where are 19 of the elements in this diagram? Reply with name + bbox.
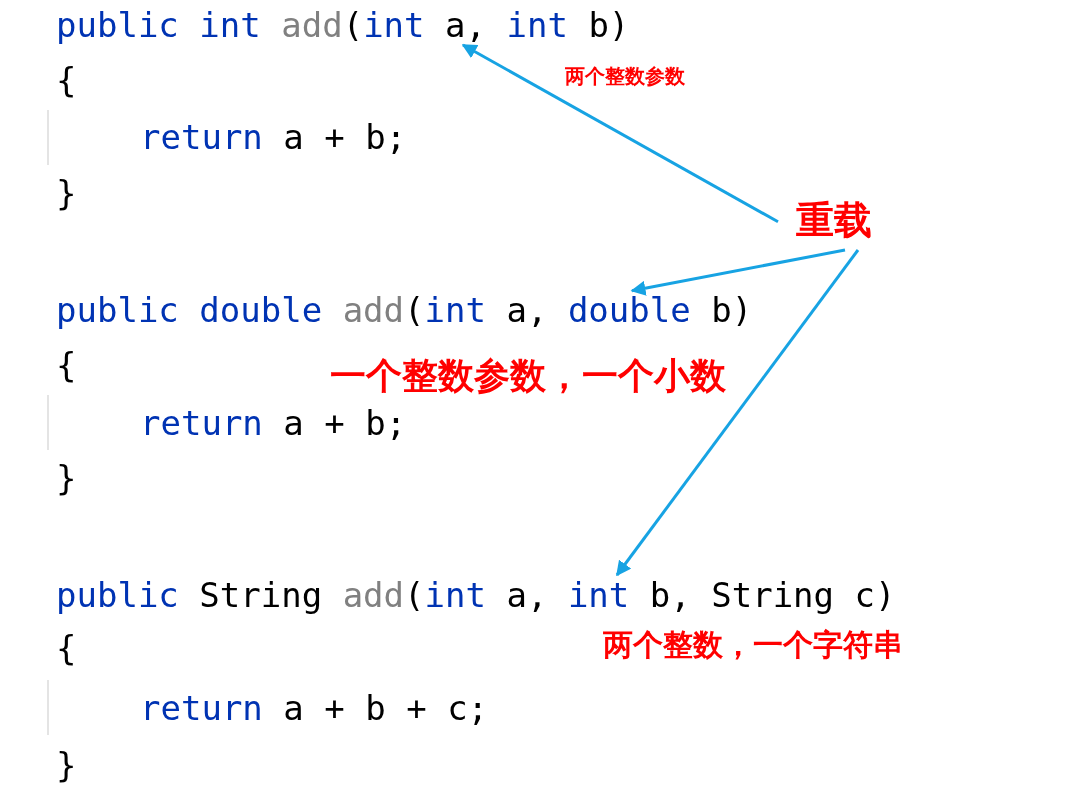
code-line: } (56, 745, 77, 785)
code-line: } (56, 173, 77, 213)
arrow (630, 248, 846, 296)
annotation-text: 两个整数参数 (565, 64, 685, 88)
code-line: } (56, 458, 77, 498)
code-line: public int add(int a, int b) (56, 5, 630, 45)
annotation-text: 两个整数，一个字符串 (603, 627, 903, 663)
arrow (461, 43, 779, 224)
code-line: return a + b + c; (140, 688, 489, 728)
annotation-text: 重载 (778, 190, 890, 250)
code-line: return a + b; (140, 403, 407, 443)
code-line: { (56, 345, 77, 385)
code-line: { (56, 628, 77, 668)
code-line: public double add(int a, double b) (56, 290, 753, 330)
code-line: public String add(int a, int b, String c) (56, 575, 896, 615)
code-line: return a + b; (140, 117, 407, 157)
code-line: { (56, 60, 77, 100)
arrow (615, 249, 860, 577)
annotation-text: 一个整数参数，一个小数 (330, 354, 726, 397)
